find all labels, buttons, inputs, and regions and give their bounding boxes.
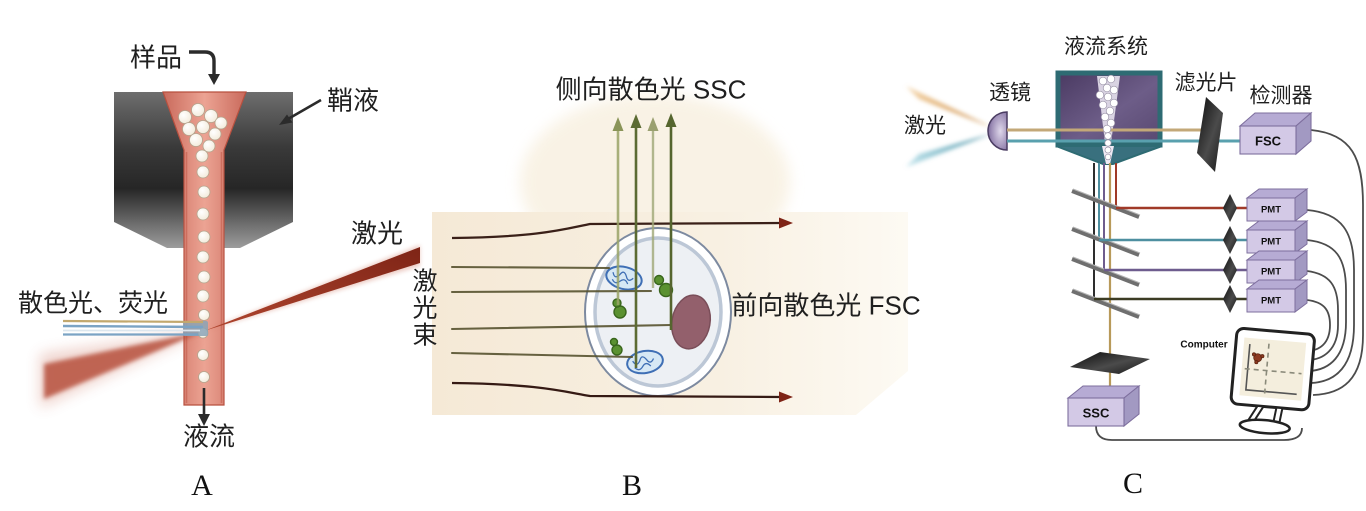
ssc-detector-box: [1066, 384, 1141, 428]
label-scattered-fluorescence: 散色光、荧光: [17, 289, 169, 318]
granules: [609, 274, 674, 356]
laser-beam-a: [40, 245, 420, 408]
label-sheath-fluid: 鞘液: [326, 85, 380, 116]
fsc-box-label: FSC: [1255, 133, 1281, 149]
laser-beam-blue: [906, 134, 991, 167]
laser-beam-orange: [906, 86, 991, 127]
label-filter: 滤光片: [1174, 71, 1238, 95]
filter-plate: [1197, 97, 1223, 172]
caption-c: C: [1122, 467, 1144, 500]
computer-monitor: [1229, 326, 1316, 435]
flow-arrow-icon: [198, 388, 210, 426]
label-laser-a: 激光: [350, 218, 404, 249]
caption-b: B: [621, 469, 643, 502]
fsc-detector-box: [1238, 111, 1313, 156]
ssc-arrows: [612, 113, 677, 368]
cells-in-stream: [178, 103, 228, 383]
label-laser-c: 激光: [904, 114, 946, 138]
pmt-box-label: PMT: [1260, 295, 1282, 307]
label-laser-beam: 激光束: [412, 267, 438, 350]
signal-cables: [1095, 129, 1364, 441]
cells-in-flow-cell: [1095, 74, 1119, 161]
lens-shape: [987, 111, 1008, 151]
mitochondrion: [605, 265, 643, 291]
pmt-beams: [1094, 206, 1247, 301]
panel-c-art: [906, 70, 1364, 441]
cell-diagram: [584, 227, 732, 397]
pmt-box-label: PMT: [1260, 204, 1282, 216]
sample-arrow-icon: [189, 50, 220, 85]
ssc-filter-plate: [1070, 352, 1150, 374]
label-lens: 透镜: [989, 81, 1031, 105]
caption-a: A: [191, 469, 213, 502]
laser-beam-lines: [450, 217, 793, 403]
sheath-arrow-icon: [279, 98, 322, 125]
label-sample: 样品: [129, 42, 183, 73]
pmt-box-label: PMT: [1260, 236, 1282, 248]
panel-a-art: [40, 50, 420, 426]
scatter-plot-dot: [1251, 352, 1265, 365]
label-side-scatter: 侧向散色光 SSC: [555, 74, 747, 105]
scatter-fluorescence-rays: [62, 319, 208, 336]
label-fluidic-system: 液流系统: [1064, 35, 1148, 59]
label-computer: Computer: [1180, 339, 1228, 351]
dichroic-mirrors: [1071, 188, 1141, 319]
sample-core-stream: [162, 91, 247, 406]
panel-b-art: [432, 94, 908, 415]
label-forward-scatter: 前向散色光 FSC: [731, 290, 921, 321]
label-detector: 检测器: [1249, 84, 1313, 108]
label-flow: 液流: [182, 421, 236, 452]
bandpass-filters: [1223, 194, 1237, 313]
pmt-box-label: PMT: [1260, 266, 1282, 278]
ssc-box-label: SSC: [1082, 405, 1110, 421]
pmt-boxes: [1245, 188, 1309, 313]
